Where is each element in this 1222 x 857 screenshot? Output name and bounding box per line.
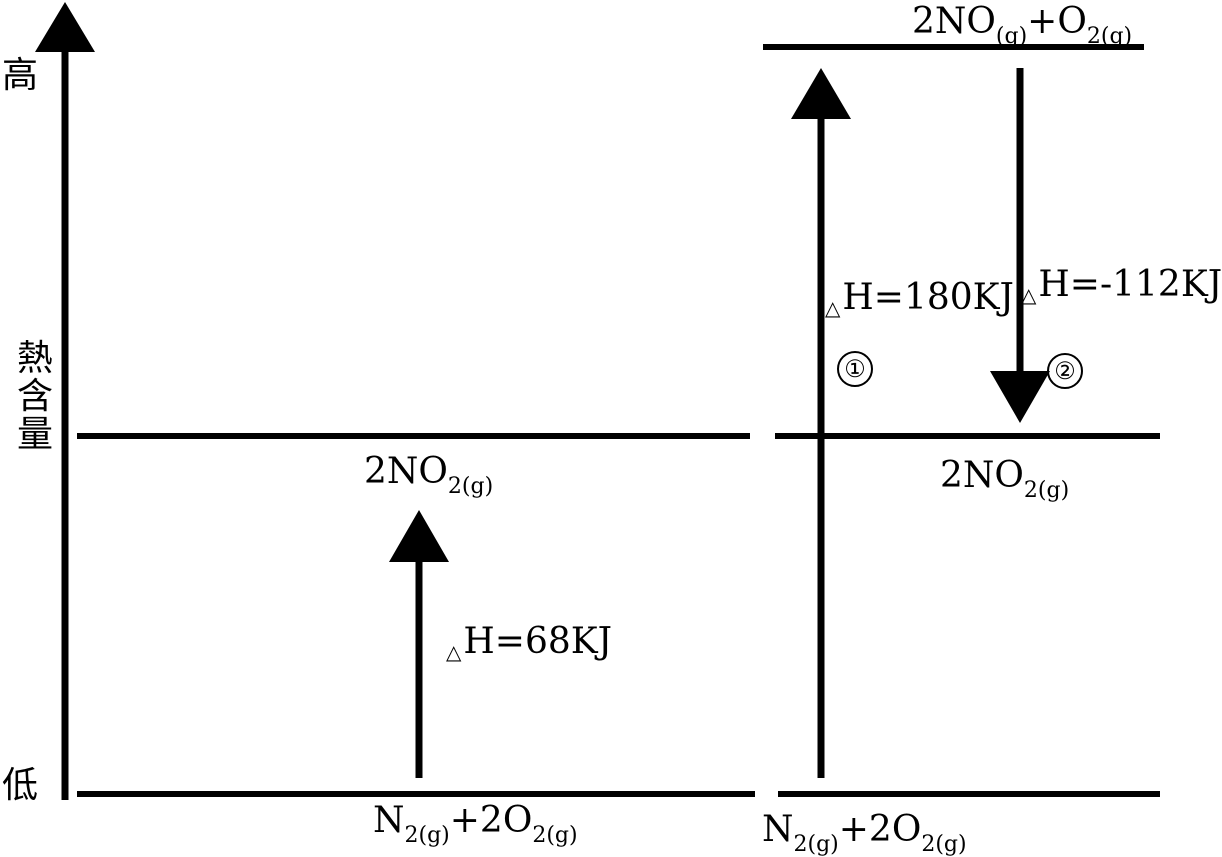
- right-top-formula-1: 2NO: [912, 1, 996, 42]
- right-arrow-1-delta-h-value: H=180KJ: [842, 277, 1014, 318]
- right-middle-level-label: 2NO2(g): [940, 458, 1069, 502]
- right-arrow-2-arrowhead: [990, 371, 1050, 423]
- axis-title: 熱 含 量: [15, 340, 55, 453]
- right-lower-level-label: N2(g)+2O2(g): [762, 812, 967, 856]
- left-lower-subscript-1: 2(g): [404, 823, 450, 848]
- right-arrow-2-delta-h-label: △H=-112KJ: [1021, 264, 1222, 307]
- axis-title-char-2: 含: [16, 375, 53, 417]
- delta-symbol: △: [1021, 283, 1037, 307]
- left-lower-formula-1: N: [373, 800, 405, 841]
- right-lower-formula-1: N: [762, 809, 794, 850]
- axis-title-char-3: 量: [16, 413, 53, 455]
- left-lower-level-label: N2(g)+2O2(g): [373, 803, 578, 847]
- left-upper-subscript: 2(g): [447, 474, 494, 499]
- right-top-subscript-1: (g): [995, 24, 1028, 49]
- right-lower-formula-2: +2O: [838, 809, 922, 850]
- delta-symbol: △: [825, 296, 841, 320]
- left-upper-formula: 2NO: [364, 451, 448, 492]
- right-top-subscript-2: 2(g): [1086, 24, 1133, 49]
- left-delta-h-label: △H=68KJ: [446, 621, 613, 664]
- right-lower-subscript-2: 2(g): [921, 832, 967, 857]
- right-top-level-label: 2NO(g)+O2(g): [912, 4, 1132, 48]
- right-arrow-2-delta-h-value: H=-112KJ: [1038, 264, 1222, 305]
- axis-low-label: 低: [2, 765, 39, 806]
- right-middle-formula: 2NO: [940, 455, 1024, 496]
- left-enthalpy-arrowhead: [389, 510, 449, 562]
- left-lower-subscript-2: 2(g): [532, 823, 578, 848]
- right-top-formula-2: +O: [1027, 1, 1087, 42]
- right-lower-subscript-1: 2(g): [793, 832, 839, 857]
- axis-high-label: 高: [2, 55, 39, 96]
- delta-symbol: △: [446, 640, 462, 664]
- left-delta-h-value: H=68KJ: [463, 621, 613, 662]
- axis-title-char-1: 熱: [16, 338, 53, 379]
- energy-axis-arrowhead: [35, 2, 95, 52]
- step-2-marker: ②: [1047, 353, 1083, 389]
- right-arrow-1-arrowhead: [791, 68, 851, 119]
- right-middle-subscript: 2(g): [1023, 478, 1070, 503]
- left-lower-formula-2: +2O: [449, 800, 533, 841]
- step-1-marker: ①: [837, 351, 873, 387]
- left-upper-level-label: 2NO2(g): [364, 454, 493, 498]
- right-arrow-1-delta-h-label: △H=180KJ: [825, 277, 1014, 320]
